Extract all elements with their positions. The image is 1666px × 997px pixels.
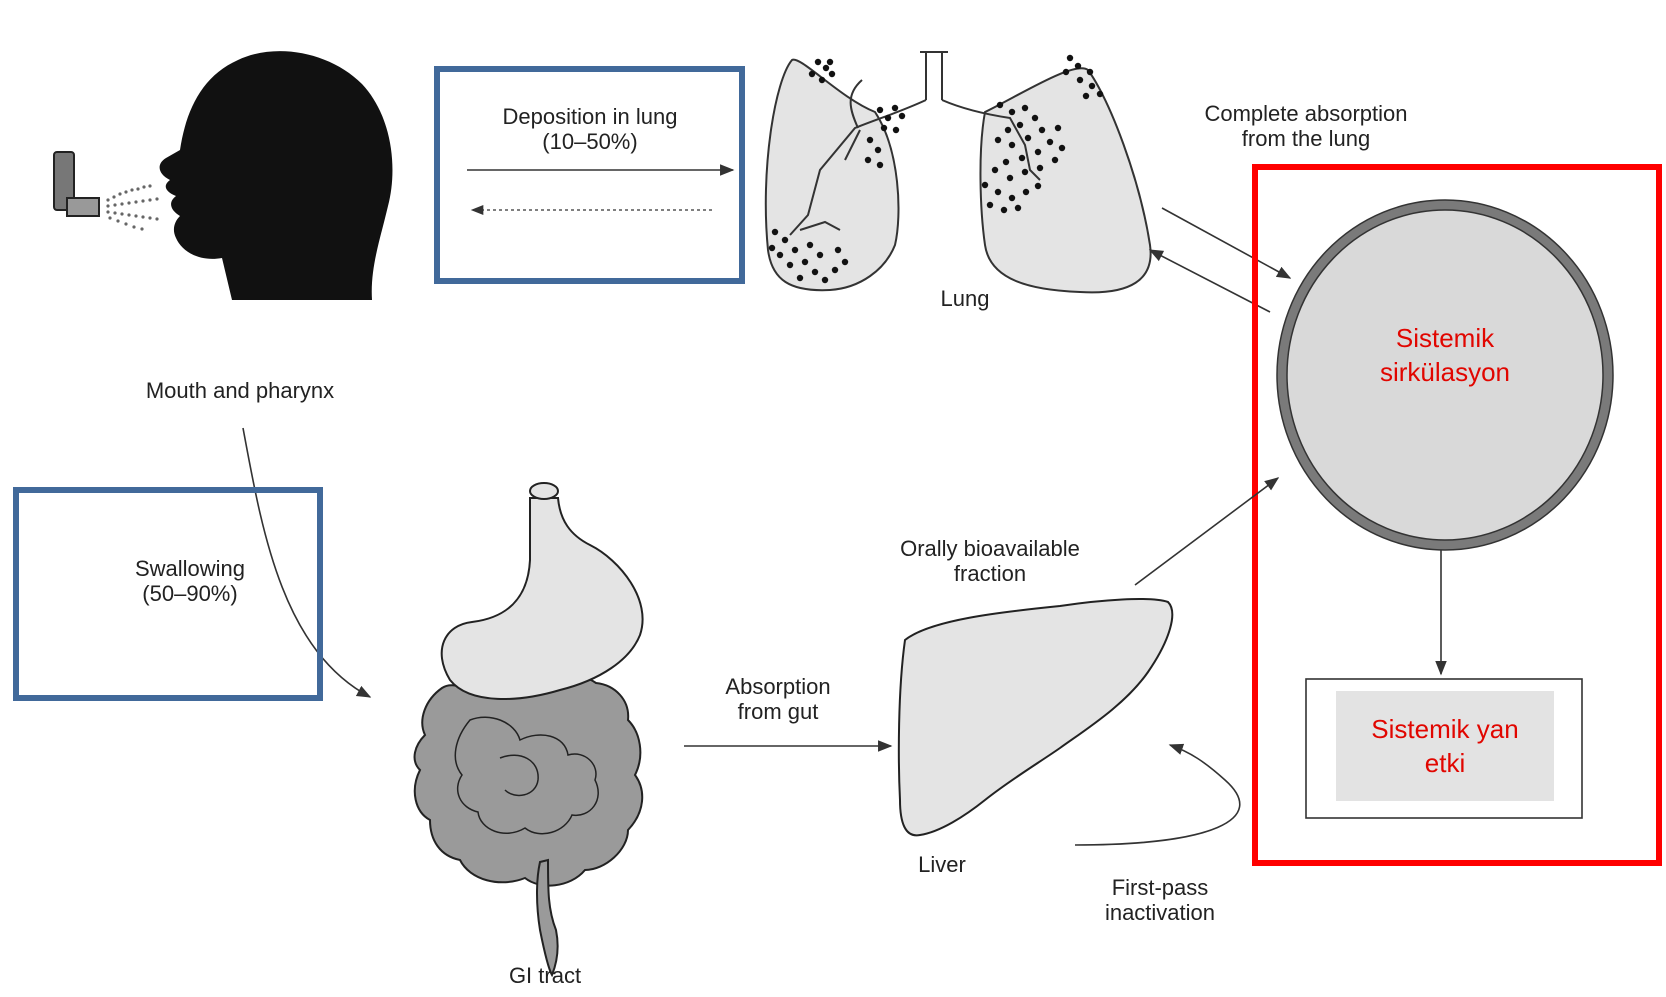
deposition-line1: Deposition in lung [472, 104, 708, 129]
oral-fraction-line1: Orally bioavailable [872, 536, 1108, 561]
absorption-gut-line2: from gut [698, 699, 858, 724]
liver-label: Liver [897, 852, 987, 877]
swallowing-line1: Swallowing [108, 556, 272, 581]
complete-absorption-line1: Complete absorption [1178, 101, 1434, 126]
lung-label: Lung [905, 286, 1025, 311]
head-silhouette [160, 51, 393, 300]
swallowing-line2: (50–90%) [108, 581, 272, 606]
oral-fraction-line2: fraction [872, 561, 1108, 586]
mouth-pharynx-label: Mouth and pharynx [115, 378, 365, 403]
deposition-line2: (10–50%) [472, 129, 708, 154]
systemic-side-effect-label: Sistemik yan etki [1336, 712, 1554, 780]
oral-fraction-label: Orally bioavailable fraction [872, 536, 1108, 586]
first-pass-line1: First-pass [1080, 875, 1240, 900]
complete-absorption-label: Complete absorption from the lung [1178, 101, 1434, 151]
deposition-label: Deposition in lung (10–50%) [472, 104, 708, 154]
lung-to-circulation-arrow [1162, 208, 1290, 278]
aerosol-spray [106, 184, 158, 230]
complete-absorption-line2: from the lung [1178, 126, 1434, 151]
systemic-side-effect-line2: etki [1336, 746, 1554, 780]
first-pass-line2: inactivation [1080, 900, 1240, 925]
systemic-side-effect-line1: Sistemik yan [1336, 712, 1554, 746]
first-pass-label: First-pass inactivation [1080, 875, 1240, 925]
first-pass-arrow [1075, 745, 1240, 845]
deposition-highlight-box [437, 69, 742, 281]
swallowing-label: Swallowing (50–90%) [108, 556, 272, 606]
systemic-circulation-line2: sirkülasyon [1325, 355, 1565, 389]
inhaler-icon [54, 152, 99, 216]
liver-illustration [899, 599, 1172, 835]
absorption-gut-line1: Absorption [698, 674, 858, 699]
gi-tract-label: GI tract [485, 963, 605, 988]
absorption-gut-label: Absorption from gut [698, 674, 858, 724]
gi-tract-illustration [415, 483, 643, 975]
systemic-circulation-label: Sistemik sirkülasyon [1325, 321, 1565, 389]
systemic-circulation-line1: Sistemik [1325, 321, 1565, 355]
